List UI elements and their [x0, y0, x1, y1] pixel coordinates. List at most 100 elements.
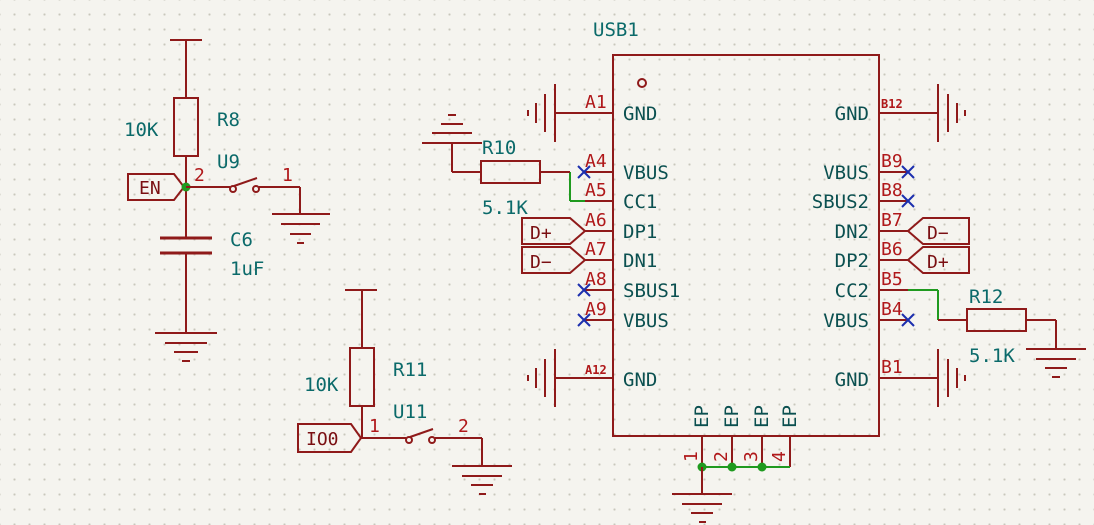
usb1-right-stubs [879, 112, 938, 379]
pin-num-b7: B7 [881, 210, 903, 231]
pin-name-b7: DN2 [835, 221, 869, 243]
nc-b8-icon [901, 194, 915, 208]
pin-name-a7: DN1 [623, 250, 657, 272]
r8-resistor[interactable] [173, 97, 199, 157]
en-label-text: EN [139, 178, 161, 199]
u9-pin-a: 2 [194, 165, 205, 186]
dp-right-label[interactable] [906, 246, 970, 274]
r12-circuit: R12 5.1K [908, 286, 1086, 378]
pin-name-ep4: EP [779, 405, 801, 428]
usb1-pin1-marker [637, 78, 647, 88]
pin-num-a12: A12 [585, 363, 607, 377]
dp-left-text: D+ [530, 223, 552, 244]
ep-bus [697, 462, 790, 494]
usb1-left-stubs [555, 112, 613, 379]
b12-ground-icon [937, 84, 966, 142]
pin-num-ep3: 3 [741, 451, 762, 462]
usb1-symbol[interactable]: USB1 [593, 19, 880, 437]
u11-pin-b: 2 [458, 416, 469, 437]
ep-ground-icon [672, 493, 732, 523]
pin-num-ep2: 2 [711, 451, 732, 462]
c6-value: 1uF [230, 258, 264, 280]
c6-ground-icon [155, 332, 217, 362]
nc-a4-icon [577, 165, 591, 179]
pin-name-a6: DP1 [623, 221, 657, 243]
pin-name-a5: CC1 [623, 191, 657, 213]
r11-value: 10K [304, 374, 339, 396]
nc-b9-icon [901, 165, 915, 179]
dp-left-label[interactable] [521, 217, 587, 245]
pin-num-b6: B6 [881, 239, 903, 260]
pin-num-b9: B9 [881, 151, 903, 172]
u11-ground-icon [452, 465, 512, 495]
u9-ground-icon [272, 213, 330, 244]
r8-ref: R8 [217, 109, 240, 131]
nc-b4-icon [901, 313, 915, 327]
pin-name-b8: SBUS2 [812, 191, 869, 213]
pin-num-b8: B8 [881, 180, 903, 201]
pin-num-ep1: 1 [681, 451, 702, 462]
dn-right-label[interactable] [906, 217, 970, 245]
r10-circuit: R10 5.1K [422, 114, 585, 219]
u11-switch[interactable] [409, 428, 434, 438]
r11-resistor[interactable] [349, 347, 375, 407]
u9-ref: U9 [217, 151, 240, 173]
usb1-left-pins: A1 GND A4 VBUS A5 CC1 A6 DP1 A7 DN1 A8 S… [585, 92, 680, 391]
a12-ground-icon [527, 349, 556, 407]
en-circuit: R8 10K EN 2 U9 1 C6 1uF [124, 39, 330, 362]
pin-name-b6: DP2 [835, 250, 869, 272]
dn-left-text: D− [530, 252, 552, 273]
r10-value: 5.1K [482, 197, 528, 219]
io0-label-text: IO0 [306, 429, 339, 450]
pin-name-b4: VBUS [823, 310, 869, 332]
usb1-body[interactable] [612, 54, 880, 437]
a1-ground-icon [527, 84, 556, 142]
pin-name-b12: GND [835, 103, 869, 125]
r12-value: 5.1K [969, 345, 1015, 367]
pin-num-b5: B5 [881, 269, 903, 290]
nc-a8-icon [577, 283, 591, 297]
pin-name-ep2: EP [721, 405, 743, 428]
pin-name-a9: VBUS [623, 310, 669, 332]
u9-switch[interactable] [233, 177, 258, 187]
pin-num-a7: A7 [585, 239, 607, 260]
dn-right-text: D− [927, 223, 949, 244]
dn-left-label[interactable] [521, 246, 587, 274]
pin-num-b12: B12 [881, 97, 903, 111]
io0-circuit: R11 10K IO0 1 U11 2 [297, 289, 512, 495]
pin-num-a6: A6 [585, 210, 607, 231]
pin-name-a8: SBUS1 [623, 280, 680, 302]
r12-resistor[interactable] [966, 308, 1027, 332]
pin-name-b1: GND [835, 369, 869, 391]
r12-ground-icon [1026, 348, 1086, 378]
pin-name-a4: VBUS [623, 162, 669, 184]
usb1-bottom-pins: EP EP EP EP 1 2 3 4 [681, 405, 801, 462]
r10-ground-icon [422, 114, 482, 144]
pin-num-a5: A5 [585, 180, 607, 201]
left-data-labels: D+ D− [521, 217, 587, 274]
c6-ref: C6 [230, 229, 253, 251]
usb1-ref: USB1 [593, 19, 639, 41]
pin-num-b4: B4 [881, 299, 903, 320]
r12-ref: R12 [969, 286, 1003, 308]
pin-num-b1: B1 [881, 357, 903, 378]
r10-resistor[interactable] [480, 160, 541, 184]
io0-net-label[interactable] [297, 423, 363, 453]
b1-ground-icon [937, 349, 966, 407]
dp-right-text: D+ [927, 252, 949, 273]
r8-value: 10K [124, 119, 159, 141]
u9-pin-b: 1 [282, 165, 293, 186]
usb1-bottom-stubs [701, 436, 791, 467]
pin-name-ep3: EP [751, 405, 773, 428]
en-net-label[interactable] [127, 173, 186, 201]
r11-ref: R11 [393, 359, 427, 381]
right-data-labels: D− D+ [906, 217, 970, 274]
pin-num-a1: A1 [585, 92, 607, 113]
u11-pin-a: 1 [369, 416, 380, 437]
usb1-right-pins: B12 GND B9 VBUS B8 SBUS2 B7 DN2 B6 DP2 B… [812, 97, 903, 391]
r10-ref: R10 [482, 137, 516, 159]
pin-num-ep4: 4 [769, 451, 790, 462]
pin-name-b9: VBUS [823, 162, 869, 184]
no-connect-markers [577, 165, 915, 327]
